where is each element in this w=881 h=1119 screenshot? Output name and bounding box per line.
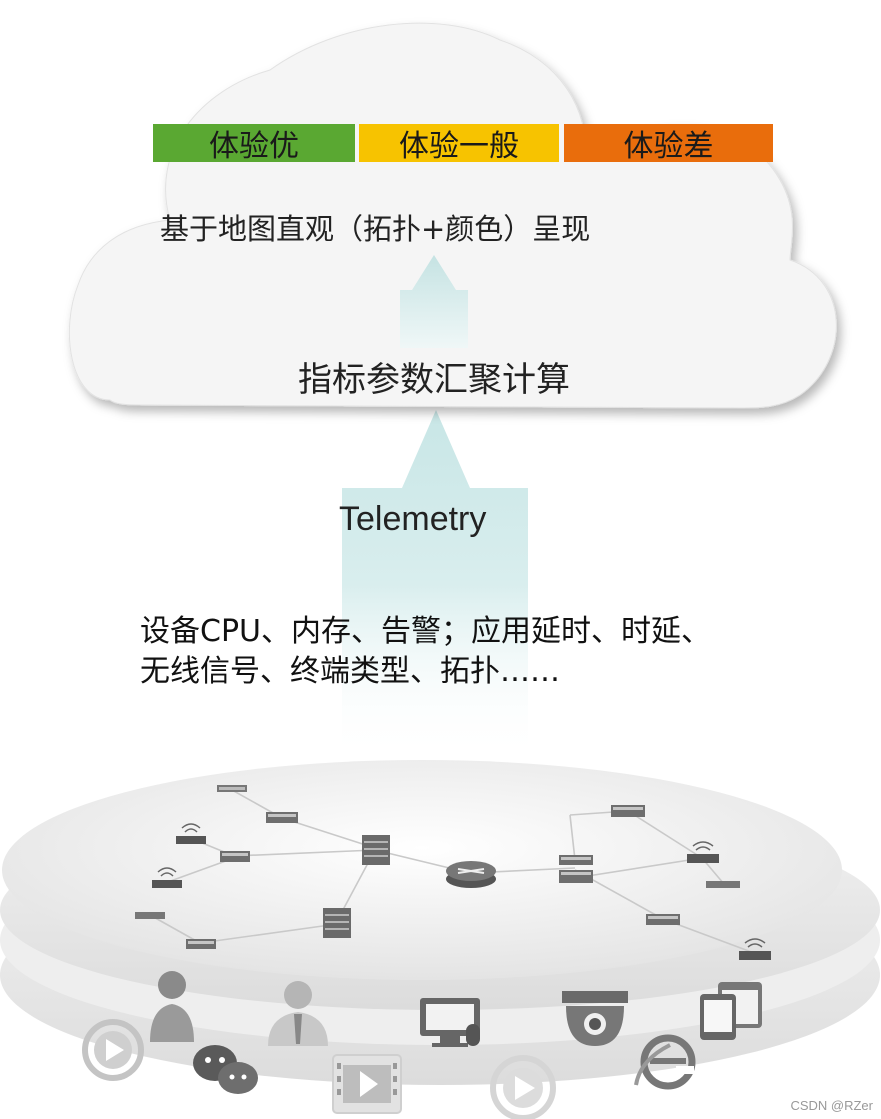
switch-icon — [135, 912, 165, 919]
switch-icon — [266, 812, 298, 823]
telemetry-label: Telemetry — [339, 500, 487, 538]
cloud-arrow — [400, 255, 468, 348]
switch-icon — [706, 881, 740, 888]
server-icon — [323, 908, 351, 938]
legend-experience-good: 体验优 — [153, 124, 355, 164]
legend-label-average: 体验一般 — [399, 129, 519, 164]
upward-arrow — [342, 410, 528, 760]
switch-icon — [559, 870, 593, 883]
tablet-icon — [700, 982, 762, 1040]
wireless-ap-icon — [176, 823, 206, 844]
cloud-subtitle: 基于地图直观（拓扑+颜色）呈现 — [160, 212, 591, 246]
server-icon — [362, 835, 390, 865]
wireless-ap-icon — [152, 867, 182, 888]
switch-icon — [220, 851, 250, 862]
aggregation-label: 指标参数汇聚计算 — [298, 360, 570, 400]
metrics-text-line-1: 设备CPU、内存、告警；应用延时、时延、 — [140, 614, 711, 649]
cloud-shape — [68, 22, 837, 409]
chat-icon — [193, 1045, 258, 1094]
play-icon — [490, 1055, 556, 1119]
user-icon — [150, 971, 194, 1042]
router-icon — [446, 861, 496, 888]
legend-label-poor: 体验差 — [623, 129, 714, 164]
legend-label-good: 体验优 — [209, 129, 299, 164]
legend-experience-average: 体验一般 — [359, 124, 559, 164]
switch-icon — [559, 855, 593, 865]
wireless-ap-icon — [687, 841, 719, 863]
wireless-ap-icon — [739, 938, 771, 960]
staff-icon — [268, 981, 328, 1046]
dome-camera-icon — [562, 991, 628, 1046]
switch-icon — [217, 785, 247, 792]
browser-icon — [634, 1034, 696, 1090]
play-icon — [82, 1019, 144, 1081]
network-layer-discs — [0, 760, 880, 1085]
switch-icon — [646, 914, 680, 925]
legend-experience-poor: 体验差 — [564, 124, 773, 164]
watermark: CSDN @RZer — [790, 1098, 873, 1113]
video-icon — [332, 1054, 402, 1114]
switch-icon — [186, 939, 216, 949]
switch-icon — [611, 805, 645, 817]
metrics-text-line-2: 无线信号、终端类型、拓扑…… — [140, 654, 560, 689]
desktop-computer-icon — [420, 998, 480, 1047]
